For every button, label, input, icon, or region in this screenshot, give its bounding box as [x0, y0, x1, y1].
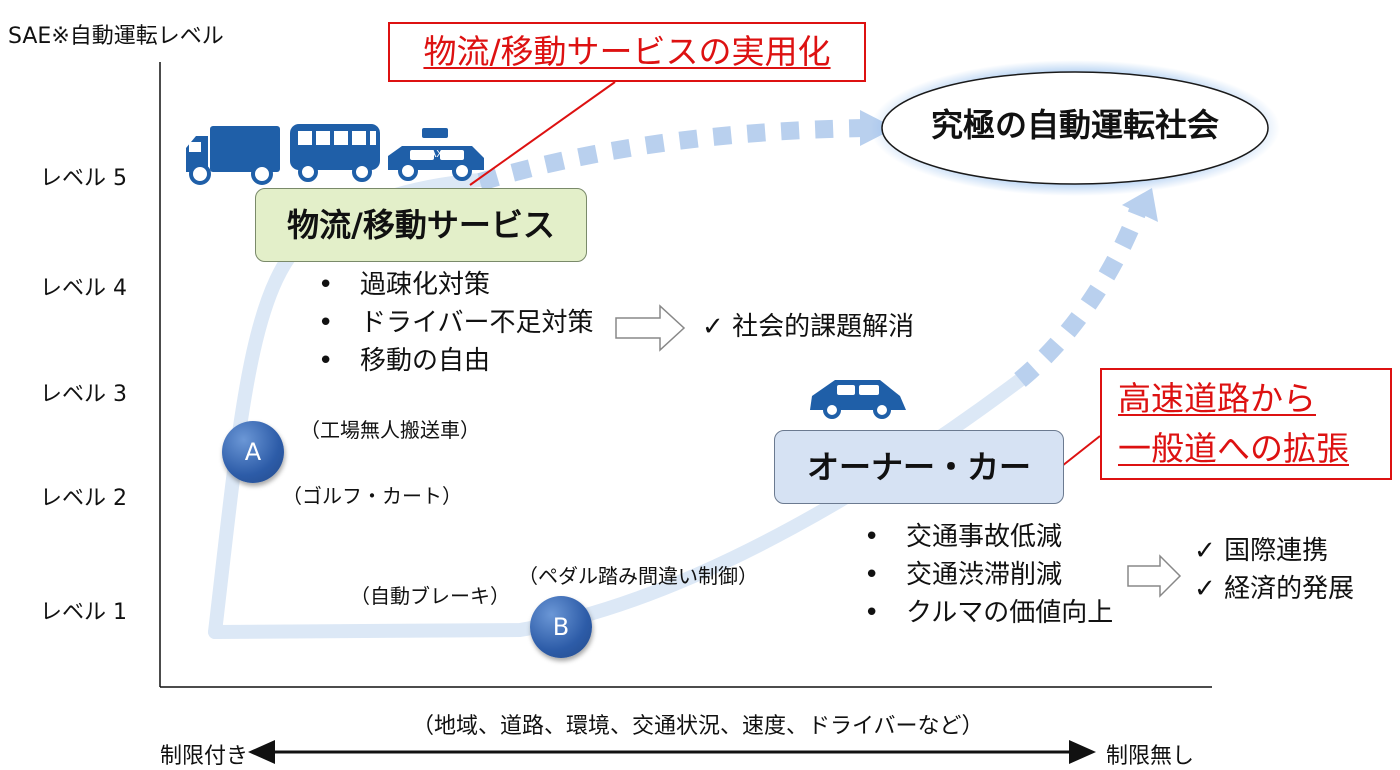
goal-ellipse — [881, 71, 1269, 185]
logistics-result: 社会的課題解消 — [702, 308, 914, 346]
owner-callout-line — [1061, 435, 1101, 467]
note-auto-brake: （自動ブレーキ） — [350, 584, 510, 608]
hollow-arrow-owner — [1127, 554, 1182, 598]
logistics-callout-line — [469, 81, 616, 186]
level-5-label: レベル 5 — [40, 166, 127, 191]
bus-icon — [290, 124, 380, 182]
x-axis-right-label: 制限無し — [1106, 744, 1195, 769]
logistics-box: 物流/移動サービス — [255, 188, 587, 262]
bullet-driver-shortage: ドライバー不足対策 — [312, 304, 593, 342]
owner-callout-line-2: 一般道への拡張 — [1118, 429, 1349, 468]
logistics-callout: 物流/移動サービスの実用化 — [388, 22, 866, 82]
owner-callout-line-1: 高速道路から — [1118, 379, 1316, 418]
note-factory-agv: （工場無人搬送車） — [300, 418, 480, 442]
x-range-arrow-right-head — [1069, 740, 1096, 764]
goal-label: 究極の自動運転社会 — [930, 106, 1219, 144]
arrow-head-owner — [1122, 188, 1158, 222]
owner-callout: 高速道路から 一般道への拡張 — [1100, 368, 1392, 480]
dashed-arrow-owner — [1014, 201, 1149, 387]
note-pedal-control: （ペダル踏み間違い制御） — [518, 564, 758, 588]
level-2-label: レベル 2 — [40, 486, 127, 511]
level-3-label: レベル 3 — [40, 382, 127, 407]
owner-car-box: オーナー・カー — [774, 430, 1064, 504]
hollow-arrow-logistics — [615, 304, 686, 352]
dashed-arrow-logistics — [477, 119, 866, 191]
result-social-issues: 社会的課題解消 — [702, 308, 914, 346]
taxi-sign: TAXI — [424, 149, 445, 160]
bullet-mobility: 移動の自由 — [312, 342, 593, 380]
marker-b: B — [530, 596, 592, 658]
bullet-congestion-reduction: 交通渋滞削減 — [858, 556, 1113, 594]
bullet-accident-reduction: 交通事故低減 — [858, 518, 1113, 556]
level-4-label: レベル 4 — [40, 276, 127, 301]
x-axis-left-label: 制限付き — [160, 744, 249, 769]
bullet-car-value: クルマの価値向上 — [858, 594, 1113, 632]
bullet-depopulation: 過疎化対策 — [312, 266, 593, 304]
level-1-label: レベル 1 — [40, 600, 127, 625]
result-international: 国際連携 — [1194, 532, 1354, 570]
truck-icon — [186, 126, 280, 185]
logistics-bullets: 過疎化対策 ドライバー不足対策 移動の自由 — [312, 266, 593, 380]
owner-results: 国際連携 経済的発展 — [1194, 532, 1354, 608]
x-axis-note: （地域、道路、環境、交通状況、速度、ドライバーなど） — [412, 714, 984, 739]
car-icon — [810, 380, 906, 419]
x-range-arrow-left-head — [248, 740, 275, 764]
marker-a: A — [222, 421, 284, 483]
taxi-icon — [388, 128, 484, 181]
y-axis-title: SAE※自動運転レベル — [8, 24, 224, 49]
owner-bullets: 交通事故低減 交通渋滞削減 クルマの価値向上 — [858, 518, 1113, 632]
note-golf-cart: （ゴルフ・カート） — [282, 484, 462, 508]
result-economic: 経済的発展 — [1194, 570, 1354, 608]
